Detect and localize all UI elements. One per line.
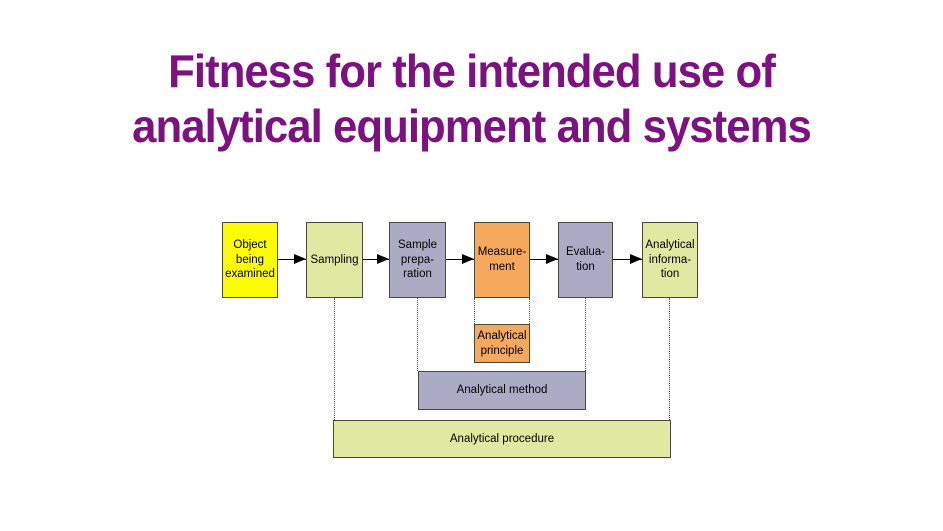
arrow-right-icon	[278, 254, 306, 264]
slide-title-line2: analytical equipment and systems	[132, 100, 812, 152]
dotted-connector-measurement-principle-right	[529, 298, 530, 324]
flow-box-analytical-information: Analytical informa- tion	[642, 222, 698, 298]
arrow-right-icon	[530, 254, 558, 264]
dotted-connector-sampling-procedure	[334, 298, 335, 420]
flow-box-measurement: Measure- ment	[474, 222, 530, 298]
dotted-connector-information-procedure	[669, 298, 670, 420]
layer-box-analytical-procedure: Analytical procedure	[333, 420, 671, 458]
dotted-connector-preparation-method	[417, 298, 418, 371]
flow-box-sampling: Sampling	[306, 222, 363, 298]
flow-box-object-being-examined: Object being examined	[222, 222, 278, 298]
layer-box-analytical-method: Analytical method	[418, 371, 586, 410]
slide-title: Fitness for the intended use of analytic…	[24, 44, 920, 154]
arrow-right-icon	[363, 254, 389, 264]
slide-title-line1: Fitness for the intended use of	[168, 45, 776, 97]
arrow-right-icon	[613, 254, 642, 264]
dotted-connector-evaluation-method	[585, 298, 586, 371]
flow-box-evaluation: Evalua- tion	[558, 222, 613, 298]
layer-box-analytical-principle: Analytical principle	[474, 324, 530, 363]
dotted-connector-measurement-principle-left	[474, 298, 475, 324]
flow-box-sample-preparation: Sample prepa- ration	[389, 222, 446, 298]
arrow-right-icon	[446, 254, 474, 264]
